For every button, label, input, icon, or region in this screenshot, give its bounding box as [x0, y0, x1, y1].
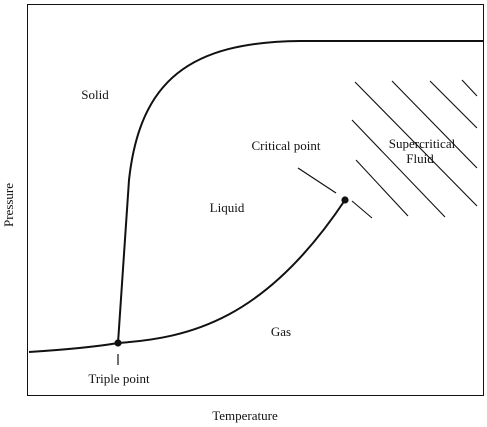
hatch-line	[351, 200, 373, 219]
plot-frame	[27, 4, 484, 396]
vaporization-curve	[117, 199, 346, 344]
solid-region-label: Solid	[81, 87, 109, 102]
critical-point-marker	[341, 196, 349, 204]
critical-point-label: Critical point	[252, 138, 321, 153]
triple-point-label: Triple point	[88, 371, 150, 386]
hatch-line	[429, 80, 478, 129]
gas-region-label: Gas	[271, 324, 291, 339]
hatch-line	[351, 119, 446, 218]
critical-point-leader	[297, 167, 337, 194]
triple-point-marker	[114, 339, 122, 347]
supercritical-hatching	[351, 79, 478, 219]
hatch-line	[355, 159, 409, 217]
y-axis-label: Pressure	[1, 183, 16, 227]
sublimation-curve	[28, 342, 119, 353]
hatch-line	[391, 80, 478, 169]
supercritical-label: Supercritical	[389, 136, 456, 151]
hatch-line	[461, 79, 478, 97]
x-axis-label: Temperature	[212, 408, 278, 423]
fluid-label: Fluid	[406, 151, 434, 166]
liquid-region-label: Liquid	[210, 200, 245, 215]
melting-curve	[117, 40, 483, 344]
hatch-line	[354, 81, 478, 207]
